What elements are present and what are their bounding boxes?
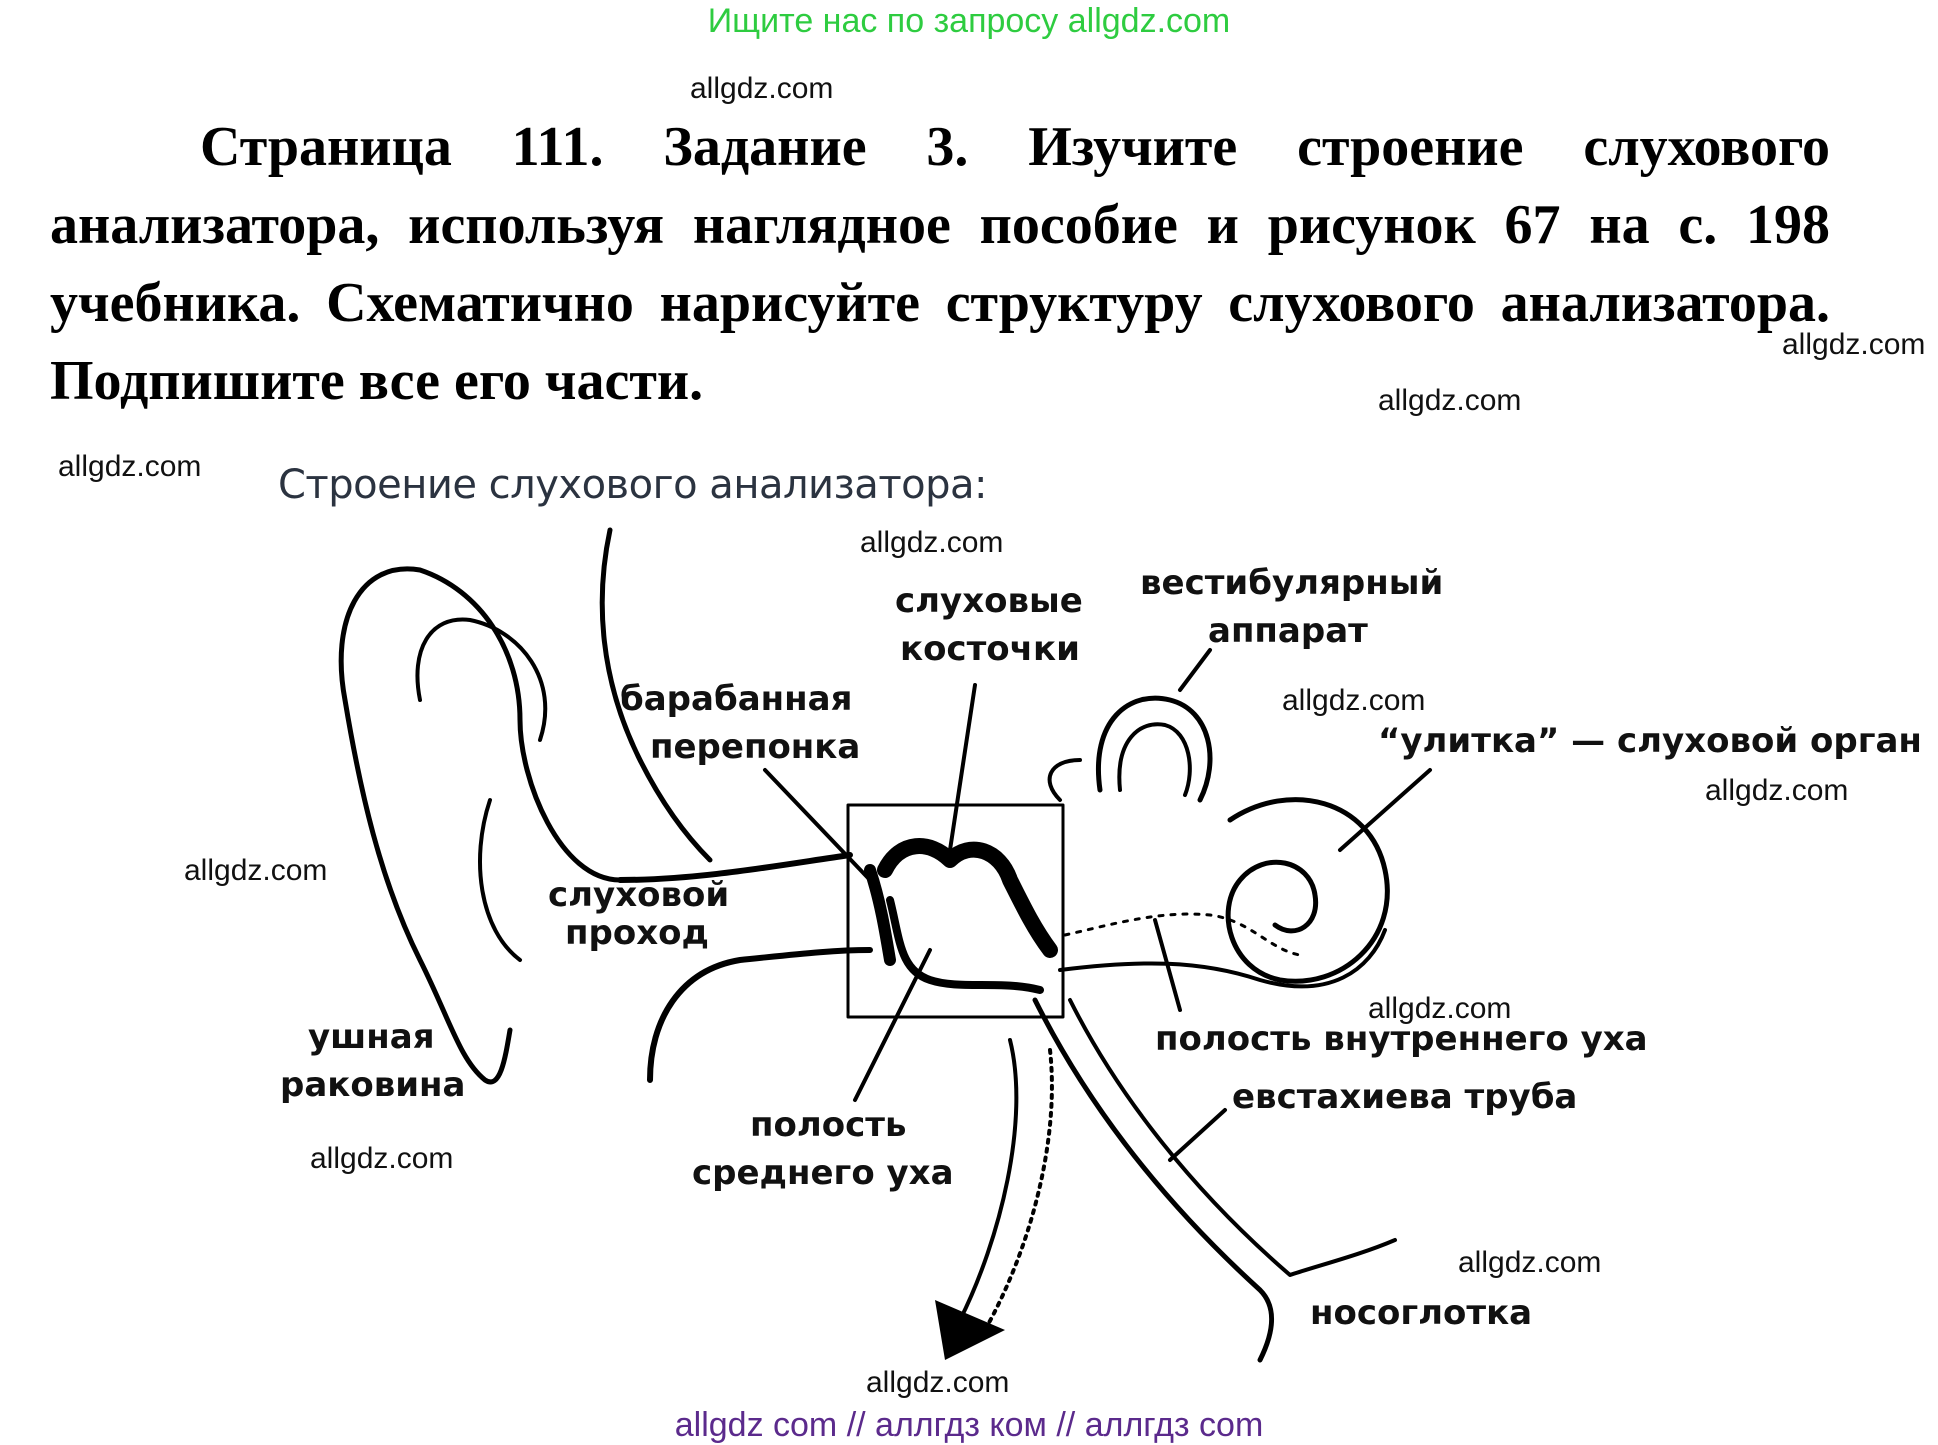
cochlea-spiral	[1225, 797, 1390, 984]
pointer-eustachian	[1168, 1108, 1227, 1162]
watermark: allgdz.com	[1378, 384, 1522, 417]
inner-ear-outline	[1058, 928, 1387, 989]
pointer-eardrum	[763, 768, 872, 882]
label-vestibular-2: аппарат	[1208, 611, 1368, 651]
label-middle-2: среднего уха	[692, 1153, 954, 1193]
label-cochlea: “улитка” — слуховой орган	[1378, 721, 1922, 761]
semicircular-canal-1	[1096, 695, 1213, 803]
throat-hatch	[958, 1038, 1019, 1322]
watermark: allgdz.com	[184, 854, 328, 887]
ear-canal-upper	[617, 852, 853, 883]
pointer-vestibular	[1178, 648, 1212, 692]
eardrum	[864, 864, 896, 966]
label-pinna-2: раковина	[280, 1065, 466, 1105]
watermark: allgdz.com	[866, 1366, 1010, 1399]
watermark: allgdz.com	[860, 526, 1004, 559]
footer-links[interactable]: allgdz com // аллгдз ком // аллгдз com	[674, 1406, 1264, 1444]
watermark: allgdz.com	[58, 450, 202, 483]
watermark: allgdz.com	[1782, 328, 1926, 361]
label-nasopharynx: носоглотка	[1310, 1293, 1532, 1333]
watermark: allgdz.com	[310, 1142, 454, 1175]
watermark: allgdz.com	[1705, 774, 1849, 807]
pointer-middle	[853, 948, 932, 1102]
label-ossicles-2: косточки	[900, 629, 1080, 669]
watermark: allgdz.com	[1282, 684, 1426, 717]
throat-arrowhead	[935, 1300, 1005, 1360]
middle-ear-cavity	[886, 896, 1044, 994]
throat-hatch-2	[983, 1048, 1054, 1332]
label-ossicles-1: слуховые	[895, 581, 1083, 621]
pointer-ossicles	[948, 683, 977, 852]
label-middle-1: полость	[750, 1105, 906, 1145]
search-hint-link[interactable]: Ищите нас по запросу allgdz.com	[707, 2, 1231, 40]
label-inner-cavity: полость внутреннего уха	[1155, 1019, 1648, 1059]
concha-curve	[478, 798, 522, 962]
label-pinna-1: ушная	[308, 1017, 435, 1057]
label-canal-2: проход	[565, 913, 709, 953]
eustachian-tube-2	[1068, 998, 1397, 1277]
pinna-inner-fold	[415, 617, 548, 742]
watermark: allgdz.com	[1368, 992, 1512, 1025]
inner-cavity-dots	[1063, 912, 1302, 957]
semicircular-canal-2	[1117, 722, 1192, 797]
watermark: allgdz.com	[1458, 1246, 1602, 1279]
label-vestibular-1: вестибулярный	[1140, 563, 1443, 603]
label-canal-1: слуховой	[548, 875, 729, 915]
label-eardrum-2: перепонка	[650, 727, 860, 767]
label-eustachian: евстахиева труба	[1232, 1077, 1577, 1117]
pointer-cochlea	[1338, 768, 1432, 852]
ossicles	[877, 838, 1058, 958]
task-text: Страница 111. Задание 3. Изучите строени…	[50, 116, 1830, 412]
semicircular-canal-3	[1047, 758, 1082, 802]
pointer-inner-cavity	[1153, 918, 1182, 1012]
pinna-outline	[338, 566, 623, 1085]
ear-canal-lower	[647, 947, 873, 1083]
antihelix	[599, 527, 713, 863]
label-eardrum-1: барабанная	[620, 679, 852, 719]
eustachian-tube	[1032, 997, 1275, 1363]
watermark: allgdz.com	[690, 72, 834, 105]
diagram-title: Строение слухового анализатора:	[278, 462, 987, 508]
